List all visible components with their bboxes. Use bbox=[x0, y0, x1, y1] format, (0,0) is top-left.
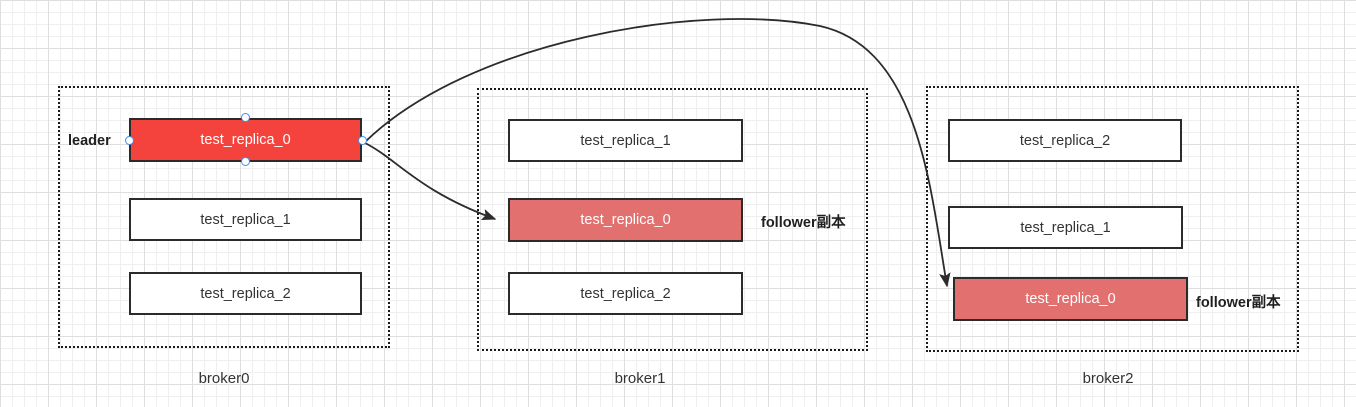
replica-broker0-test-replica-2[interactable]: test_replica_2 bbox=[129, 272, 362, 315]
selection-handle-right[interactable] bbox=[358, 136, 367, 145]
broker-label-broker2: broker2 bbox=[1082, 370, 1134, 387]
label-follower-broker1: follower副本 bbox=[761, 215, 846, 231]
broker-label-broker1: broker1 bbox=[614, 370, 666, 387]
replica-broker0-test-replica-1[interactable]: test_replica_1 bbox=[129, 198, 362, 241]
broker-label-broker0: broker0 bbox=[198, 370, 250, 387]
replica-broker1-test-replica-0[interactable]: test_replica_0 bbox=[508, 198, 743, 242]
selection-handle-left[interactable] bbox=[125, 136, 134, 145]
label-leader: leader bbox=[68, 133, 111, 149]
replica-broker1-test-replica-2[interactable]: test_replica_2 bbox=[508, 272, 743, 315]
selection-handle-bottom[interactable] bbox=[241, 157, 250, 166]
replica-broker0-test-replica-0[interactable]: test_replica_0 bbox=[129, 118, 362, 162]
label-follower-broker2: follower副本 bbox=[1196, 295, 1281, 311]
replica-broker2-test-replica-0[interactable]: test_replica_0 bbox=[953, 277, 1188, 321]
selection-handle-top[interactable] bbox=[241, 113, 250, 122]
replica-broker1-test-replica-1[interactable]: test_replica_1 bbox=[508, 119, 743, 162]
replica-broker2-test-replica-2[interactable]: test_replica_2 bbox=[948, 119, 1182, 162]
replica-broker2-test-replica-1[interactable]: test_replica_1 bbox=[948, 206, 1183, 249]
